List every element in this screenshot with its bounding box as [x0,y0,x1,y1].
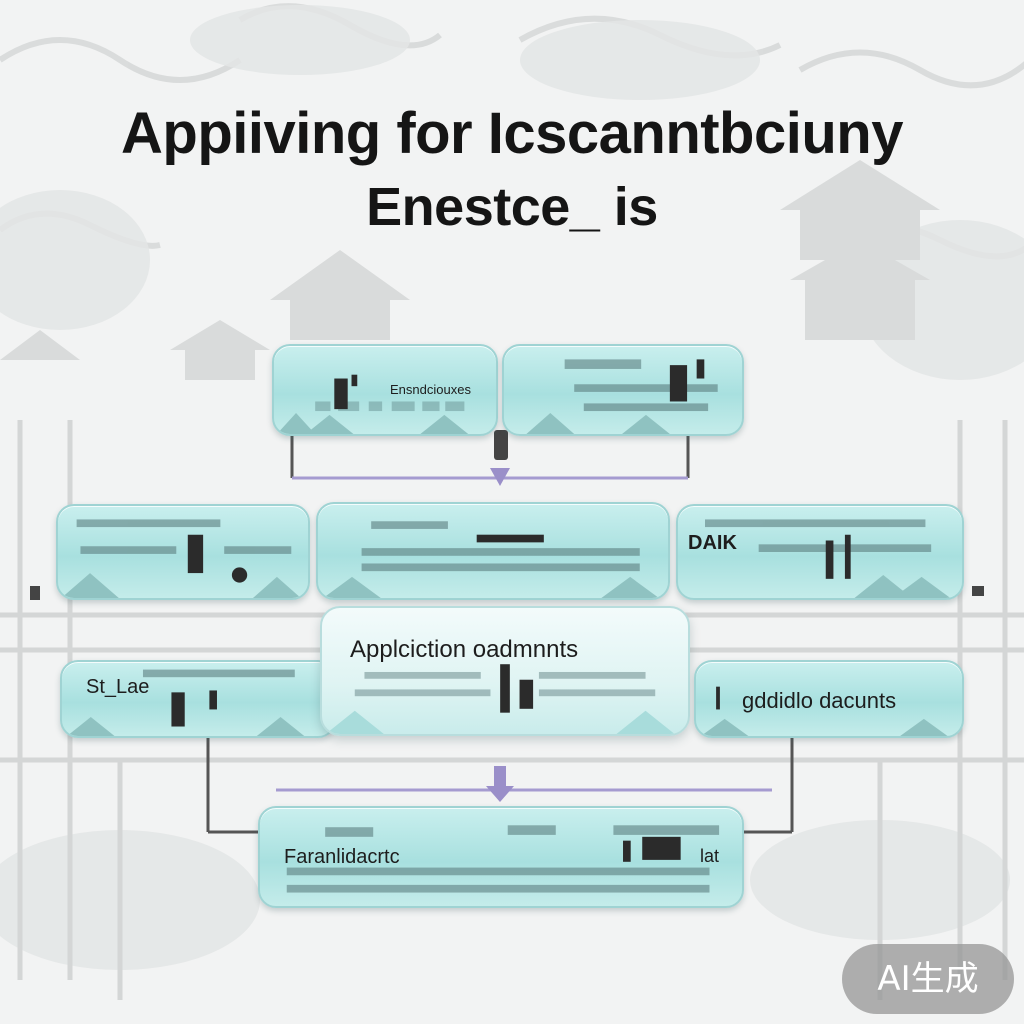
process-box-mid-right[interactable]: DAIK [676,504,964,600]
ai-generated-badge: AI生成 [842,944,1014,1014]
diagram-subtitle: Enestce_ is [366,177,658,237]
diagram-title: Appiiving for Icscanntbciuny [121,101,903,166]
process-box-top-right[interactable] [502,344,744,436]
process-box-mid-center[interactable] [316,502,670,600]
box-texture [325,664,675,734]
process-box-row3-left[interactable]: St_Lae [60,660,336,738]
box-texture [526,359,718,434]
box-texture [700,686,948,736]
box-label: DAIK [688,532,737,554]
process-box-top-left[interactable]: Ensndciouxes [272,344,498,436]
process-box-row3-center[interactable]: Applciction oadmnnts [320,606,690,736]
box-texture [286,825,720,893]
box-label: Faranlidacrtc [284,846,400,868]
box-texture [276,374,469,434]
box-title: Applciction oadmnnts [350,636,579,663]
box-label-2: lat [700,846,720,866]
box-label: Ensndciouxes [390,382,471,397]
process-box-bottom[interactable]: Faranlidacrtc lat [258,806,744,908]
box-texture [67,669,305,736]
box-label: gddidlo dacunts [742,688,897,713]
box-texture [323,521,659,598]
process-box-mid-left[interactable] [56,504,310,600]
process-box-row3-right[interactable]: gddidlo dacunts [694,660,964,738]
box-label: St_Lae [86,676,150,698]
box-texture [61,519,301,598]
box-texture [705,519,951,598]
